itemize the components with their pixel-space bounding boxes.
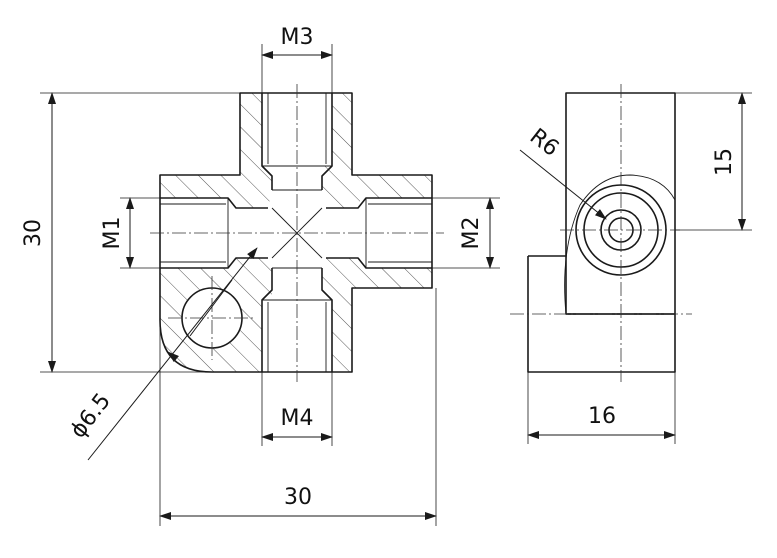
front-view xyxy=(150,84,444,382)
dim-label-m4: M4 xyxy=(281,406,314,431)
side-dimensions: R6 15 16 xyxy=(519,92,752,444)
dim-label-radius: R6 xyxy=(525,124,563,162)
dim-label-m1: M1 xyxy=(100,217,125,250)
front-dimensions: M3 M4 M1 M2 30 30 ϕ6.5 xyxy=(21,25,500,526)
dim-label-side-width: 16 xyxy=(588,404,616,429)
dim-label-side-height: 15 xyxy=(712,148,737,176)
dim-label-m3: M3 xyxy=(281,25,314,50)
dim-label-m2: M2 xyxy=(459,217,484,250)
side-view xyxy=(510,84,692,382)
dim-label-width: 30 xyxy=(284,485,312,510)
dim-label-height: 30 xyxy=(21,219,46,247)
